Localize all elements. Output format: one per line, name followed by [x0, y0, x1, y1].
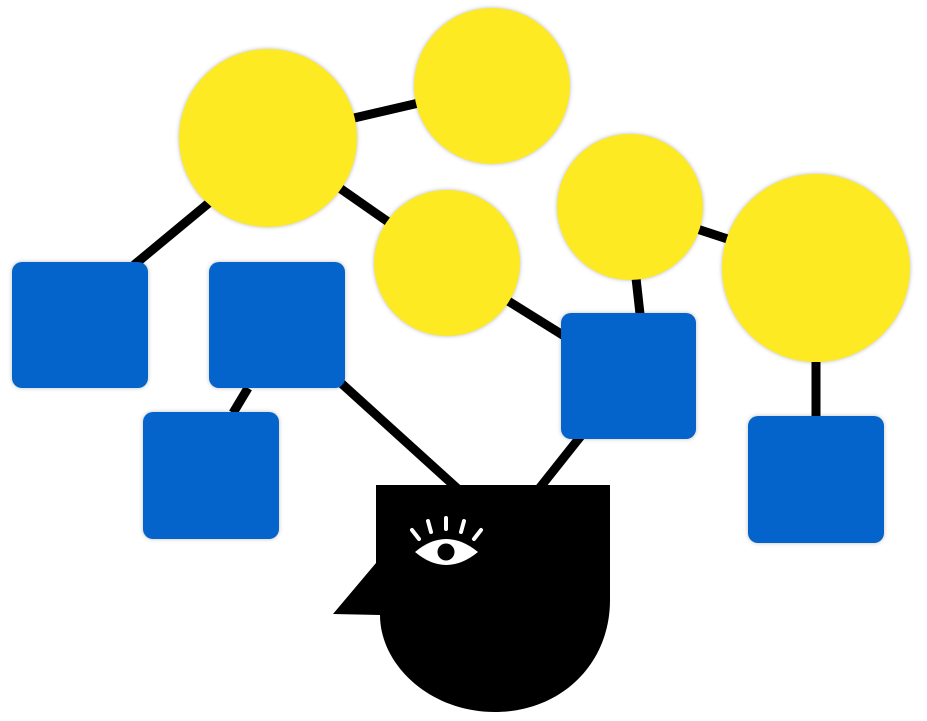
eyelash-5: [472, 528, 483, 541]
idea-circle-c1: [179, 49, 357, 227]
idea-circle-c3: [374, 190, 520, 336]
idea-circle-c5: [722, 174, 910, 362]
block-square-s4: [561, 313, 696, 439]
edge-s2-s3: [229, 385, 252, 416]
edge-c1-s1: [131, 198, 213, 269]
idea-circle-c4: [557, 134, 703, 280]
block-square-s3: [143, 412, 279, 539]
nodes-layer: [12, 8, 910, 543]
eyelash-1: [410, 528, 421, 541]
eye-pupil: [437, 543, 455, 561]
idea-circle-c2: [414, 8, 570, 164]
head-silhouette: [333, 485, 610, 712]
edge-c4-s4: [631, 277, 645, 315]
eyelash-2: [426, 519, 433, 534]
block-square-s2: [209, 262, 345, 388]
block-square-s5: [748, 416, 884, 543]
block-square-s1: [12, 262, 148, 388]
eyelash-4: [459, 519, 466, 534]
head-with-eye-icon: [333, 485, 610, 712]
